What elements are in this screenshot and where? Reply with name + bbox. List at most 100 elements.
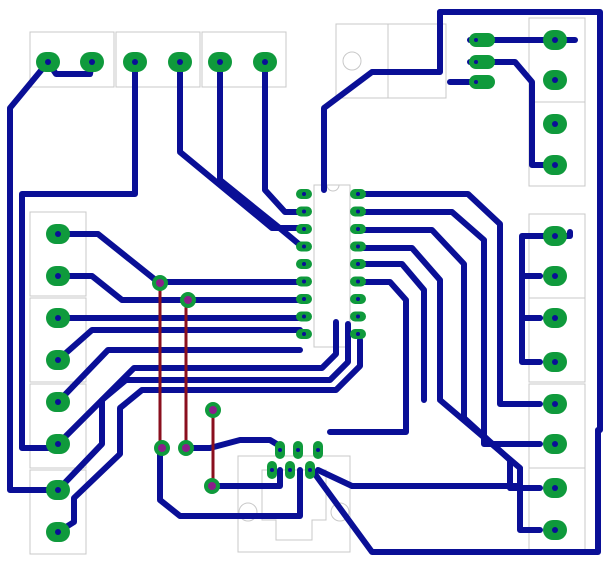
trace-top-right-loop — [437, 9, 603, 433]
trace-left-terminal-to-ic — [55, 273, 303, 303]
trace-ic-to-right-terminal — [355, 245, 543, 533]
trace-connector-to-right — [315, 467, 523, 489]
connector-mount-hole — [330, 502, 350, 522]
trace-via-to-connector — [183, 437, 283, 451]
connector-outline — [237, 455, 351, 553]
terminal-pad — [543, 308, 567, 328]
via — [180, 292, 196, 308]
regulator-pad — [469, 75, 495, 89]
trace-via-to-connector — [209, 467, 283, 489]
terminal-pad — [543, 394, 567, 414]
trace-left-terminal-to-ic — [55, 327, 303, 363]
ic-pad-left — [296, 241, 312, 252]
ic-pad-right — [350, 259, 366, 269]
terminal-block-outline — [29, 469, 87, 555]
trace-ic-to-right-terminal — [355, 191, 543, 407]
ic-pad-right — [350, 329, 366, 339]
terminal-pad — [36, 52, 60, 72]
trace-right-terminal — [519, 315, 543, 365]
trace-ic-to-right-terminal — [355, 209, 543, 447]
terminal-pad — [253, 52, 277, 72]
trace-left-terminal-to-ic — [55, 321, 351, 493]
terminal-block-outline — [528, 297, 586, 383]
via — [205, 402, 221, 418]
ic-notch — [326, 184, 340, 192]
ic-pad-left — [296, 276, 312, 287]
terminal-pad — [543, 434, 567, 454]
terminal-pad — [46, 350, 70, 370]
terminal-pad — [543, 30, 567, 50]
regulator-pad — [469, 55, 495, 69]
connector-pad — [305, 461, 315, 479]
trace-connector-bottom-rail — [309, 427, 601, 555]
terminal-block-outline — [115, 31, 201, 88]
terminal-pad — [543, 520, 567, 540]
terminal-pad — [543, 70, 567, 90]
terminal-pad — [46, 480, 70, 500]
ic-pad-left — [296, 224, 312, 234]
trace-top-terminal-to-left — [19, 59, 138, 451]
via — [152, 275, 168, 291]
terminal-block-outline — [29, 297, 87, 383]
via — [154, 440, 170, 456]
trace-regulator-to-ic — [321, 9, 443, 193]
trace-via-to-connector — [157, 445, 303, 519]
terminal-block-outline — [29, 211, 87, 297]
trace-top-terminal-to-ic — [262, 59, 303, 215]
terminal-pad — [123, 52, 147, 72]
ic-pad-right — [350, 206, 366, 217]
terminal-block-outline — [201, 31, 287, 88]
trace-ic-to-right-terminal — [355, 227, 543, 491]
connector-pad — [313, 441, 323, 459]
terminal-pad — [46, 434, 70, 454]
trace-top-terminal-to-ic — [177, 59, 303, 231]
ic-pad-right — [350, 224, 366, 234]
terminal-pad — [208, 52, 232, 72]
connector-pad — [275, 441, 285, 459]
trace-left-terminal-to-ic — [55, 337, 363, 535]
terminal-pad — [46, 522, 70, 542]
trace-left-terminal-to-ic — [55, 347, 303, 405]
trace-top-terminal-to-ic — [217, 59, 303, 248]
ic-pad-right — [350, 189, 366, 199]
trace-right-terminal — [519, 233, 543, 279]
connector-pad — [293, 441, 303, 459]
trace-regulator-to-terminal — [467, 59, 553, 168]
connector-pad — [267, 461, 277, 479]
ic-pad-left — [296, 329, 312, 339]
regulator-mount-hole — [342, 51, 362, 71]
ic-pad-right — [350, 276, 366, 287]
connector-mount-hole — [238, 502, 258, 522]
connector-pad — [285, 461, 295, 479]
trace-right-terminal — [519, 273, 543, 321]
terminal-pad — [543, 266, 567, 286]
terminal-pad — [543, 155, 567, 175]
terminal-block-outline — [29, 383, 87, 469]
terminal-pad — [543, 114, 567, 134]
terminal-pad — [46, 392, 70, 412]
ic-outline — [313, 184, 351, 348]
ic-pad-right — [350, 294, 366, 304]
regulator-pad — [469, 33, 495, 47]
trace-left-rail — [7, 59, 51, 493]
ic-pad-left — [296, 311, 312, 322]
terminal-pad — [46, 266, 70, 286]
ic-pad-right — [350, 241, 366, 252]
terminal-pad — [46, 308, 70, 328]
trace-ic-to-connector — [327, 279, 409, 435]
regulator-outline — [335, 23, 447, 99]
terminal-pad — [543, 352, 567, 372]
terminal-pad — [168, 52, 192, 72]
terminal-pad — [46, 224, 70, 244]
via — [178, 440, 194, 456]
trace-left-terminal-to-ic — [55, 231, 303, 285]
terminal-pad — [543, 478, 567, 498]
ic-pad-left — [296, 189, 312, 199]
ic-pad-left — [296, 259, 312, 269]
trace-ic-to-right-terminal — [355, 261, 427, 403]
ic-pad-left — [296, 206, 312, 217]
via — [204, 478, 220, 494]
terminal-pad — [80, 52, 104, 72]
